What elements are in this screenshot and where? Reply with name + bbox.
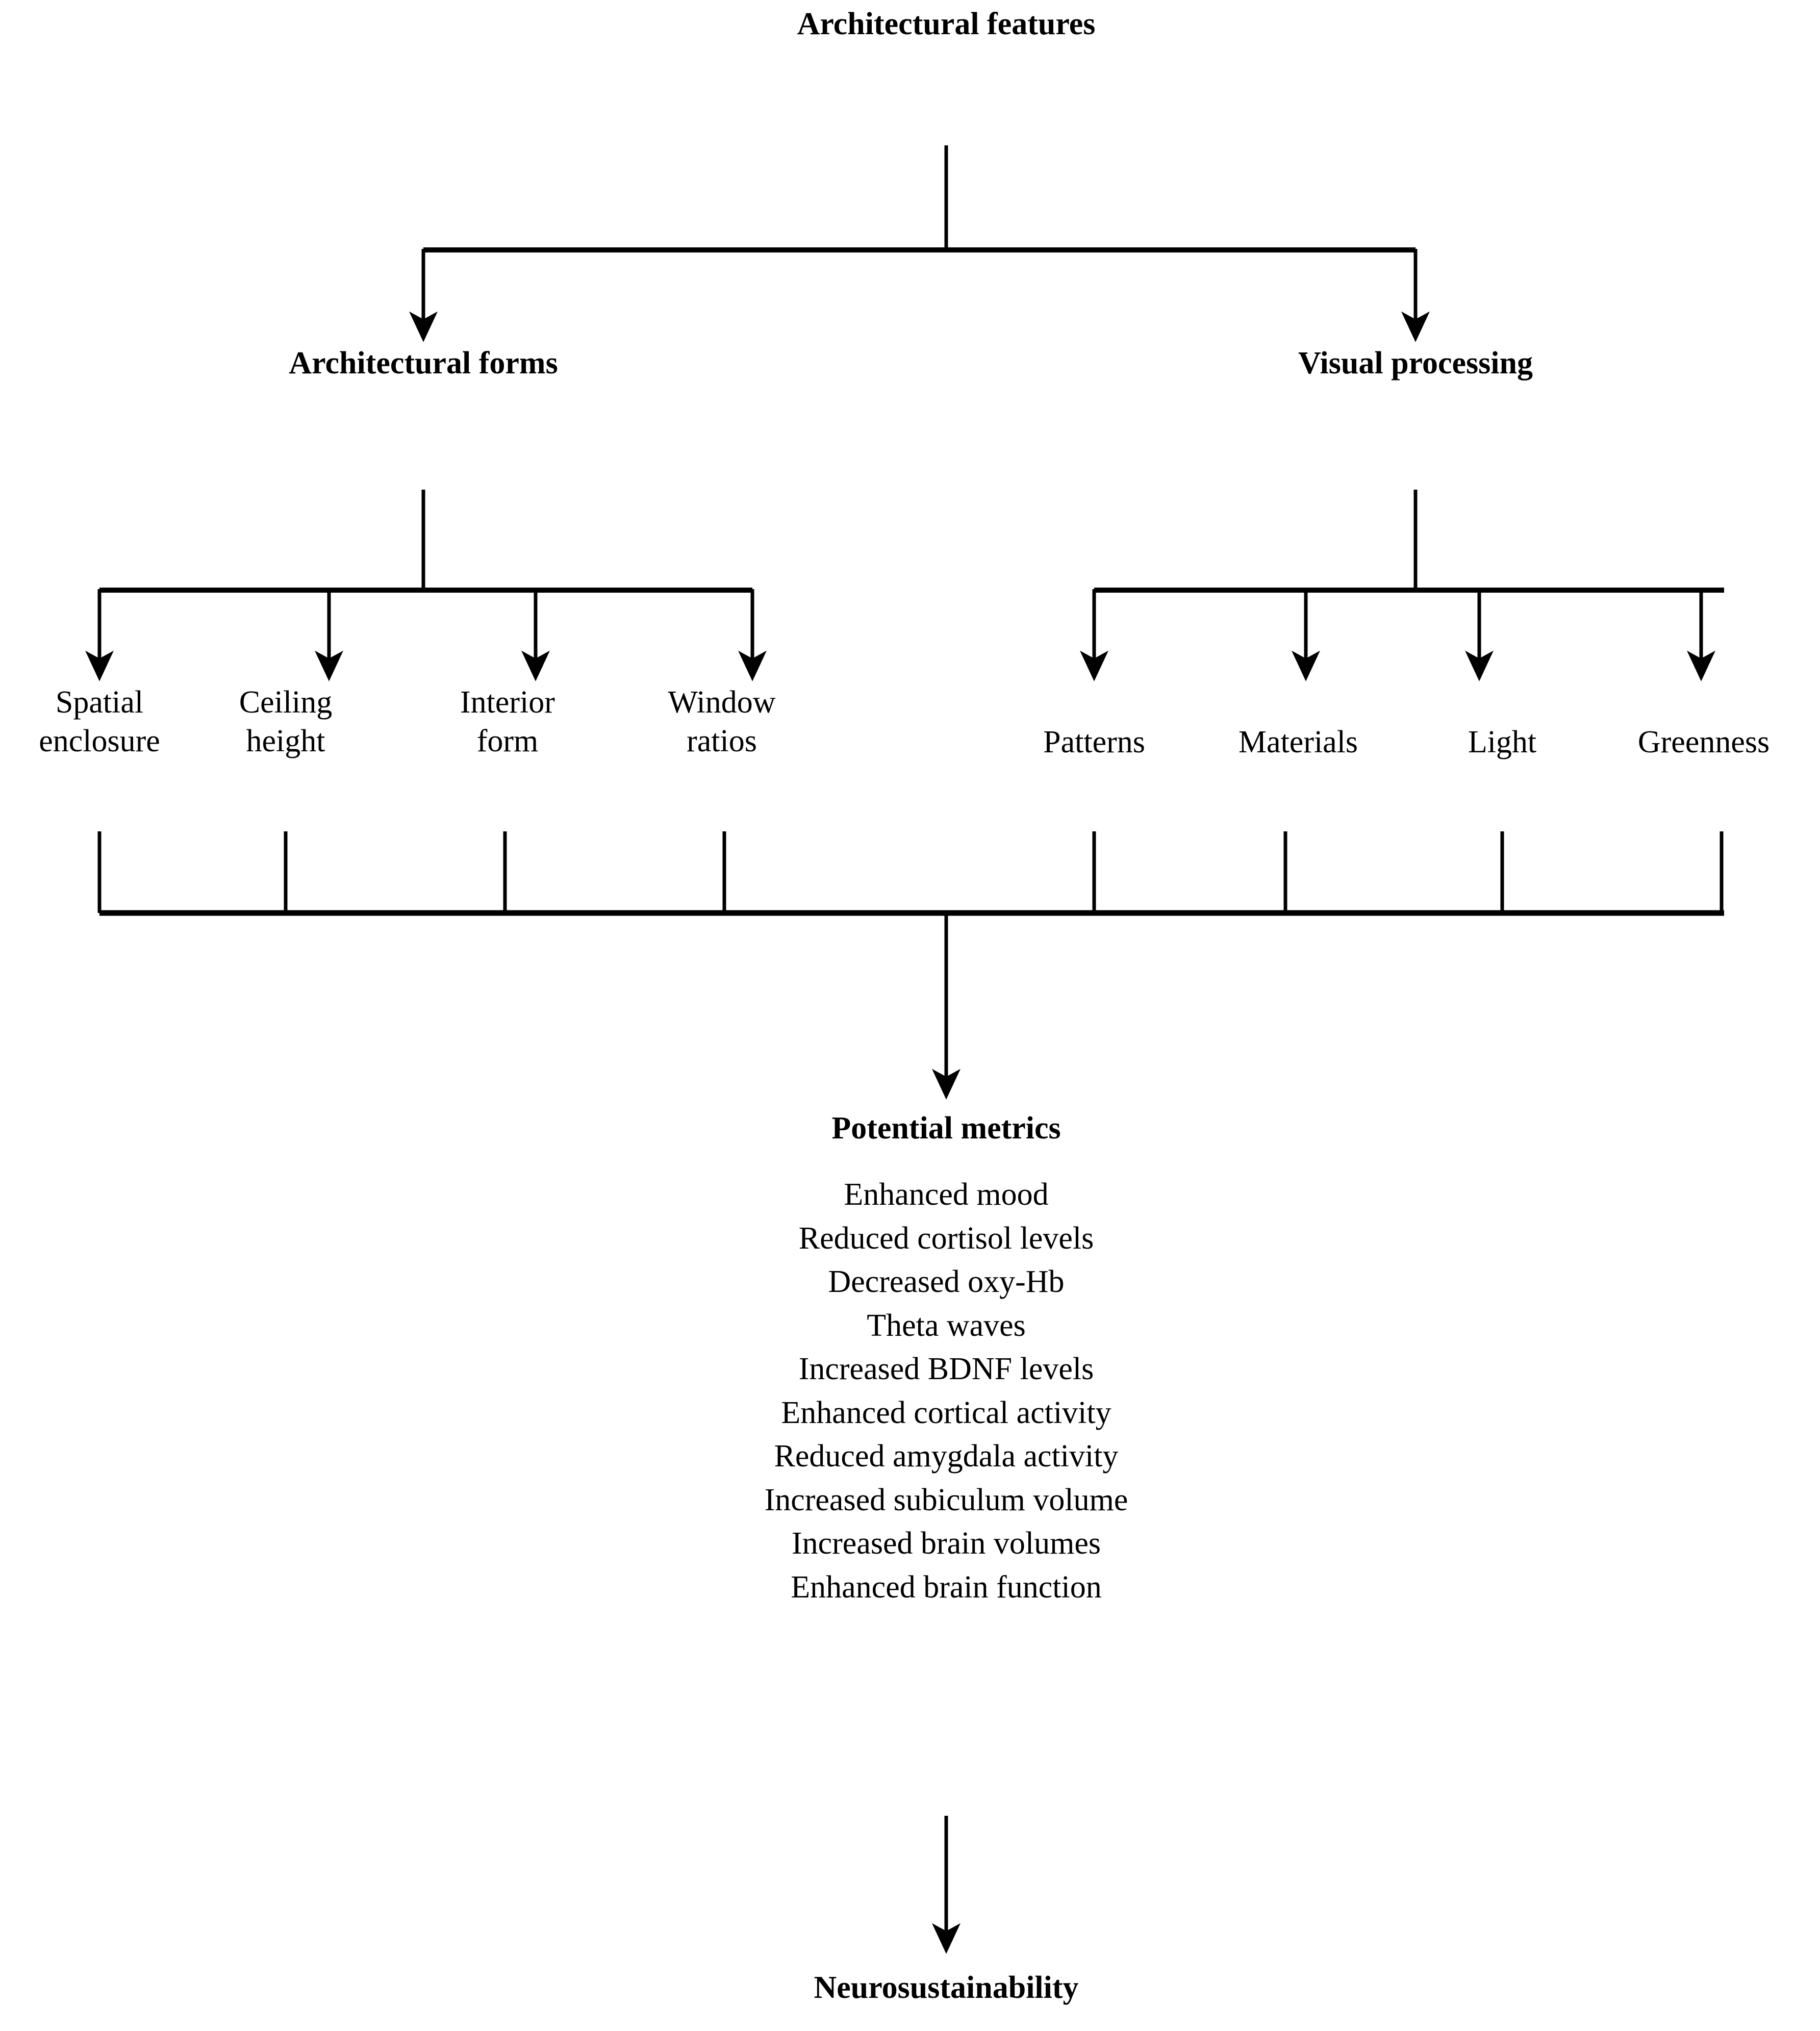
node-spatial-enclosure: Spatial enclosure <box>39 685 160 758</box>
node-neurosustainability: Neurosustainability <box>814 1970 1079 2005</box>
metric-item: Reduced cortisol levels <box>798 1221 1094 1256</box>
metric-item: Increased subiculum volume <box>764 1482 1128 1517</box>
node-interior-form: Interior form <box>460 685 555 758</box>
node-greenness: Greenness <box>1637 725 1770 759</box>
metric-item: Enhanced brain function <box>791 1569 1102 1605</box>
metric-item: Increased BDNF levels <box>798 1352 1094 1387</box>
metric-item: Enhanced cortical activity <box>781 1395 1111 1430</box>
metric-item: Increased brain volumes <box>792 1526 1101 1561</box>
potential-metrics-list: Enhanced mood Reduced cortisol levels De… <box>538 1173 1354 1609</box>
node-architectural-forms: Architectural forms <box>289 346 558 380</box>
metric-item: Reduced amygdala activity <box>774 1439 1119 1474</box>
metric-item: Decreased oxy-Hb <box>828 1264 1065 1300</box>
node-patterns: Patterns <box>1043 725 1145 759</box>
metric-item: Enhanced mood <box>844 1177 1049 1212</box>
node-light: Light <box>1468 725 1537 759</box>
node-window-ratios: Window ratios <box>668 685 776 758</box>
node-visual-processing: Visual processing <box>1298 346 1533 380</box>
node-materials: Materials <box>1238 725 1358 759</box>
node-ceiling-height: Ceiling height <box>239 685 333 758</box>
node-potential-metrics-title: Potential metrics <box>831 1111 1061 1146</box>
metric-item: Theta waves <box>867 1308 1026 1343</box>
node-architectural-features: Architectural features <box>797 7 1096 41</box>
